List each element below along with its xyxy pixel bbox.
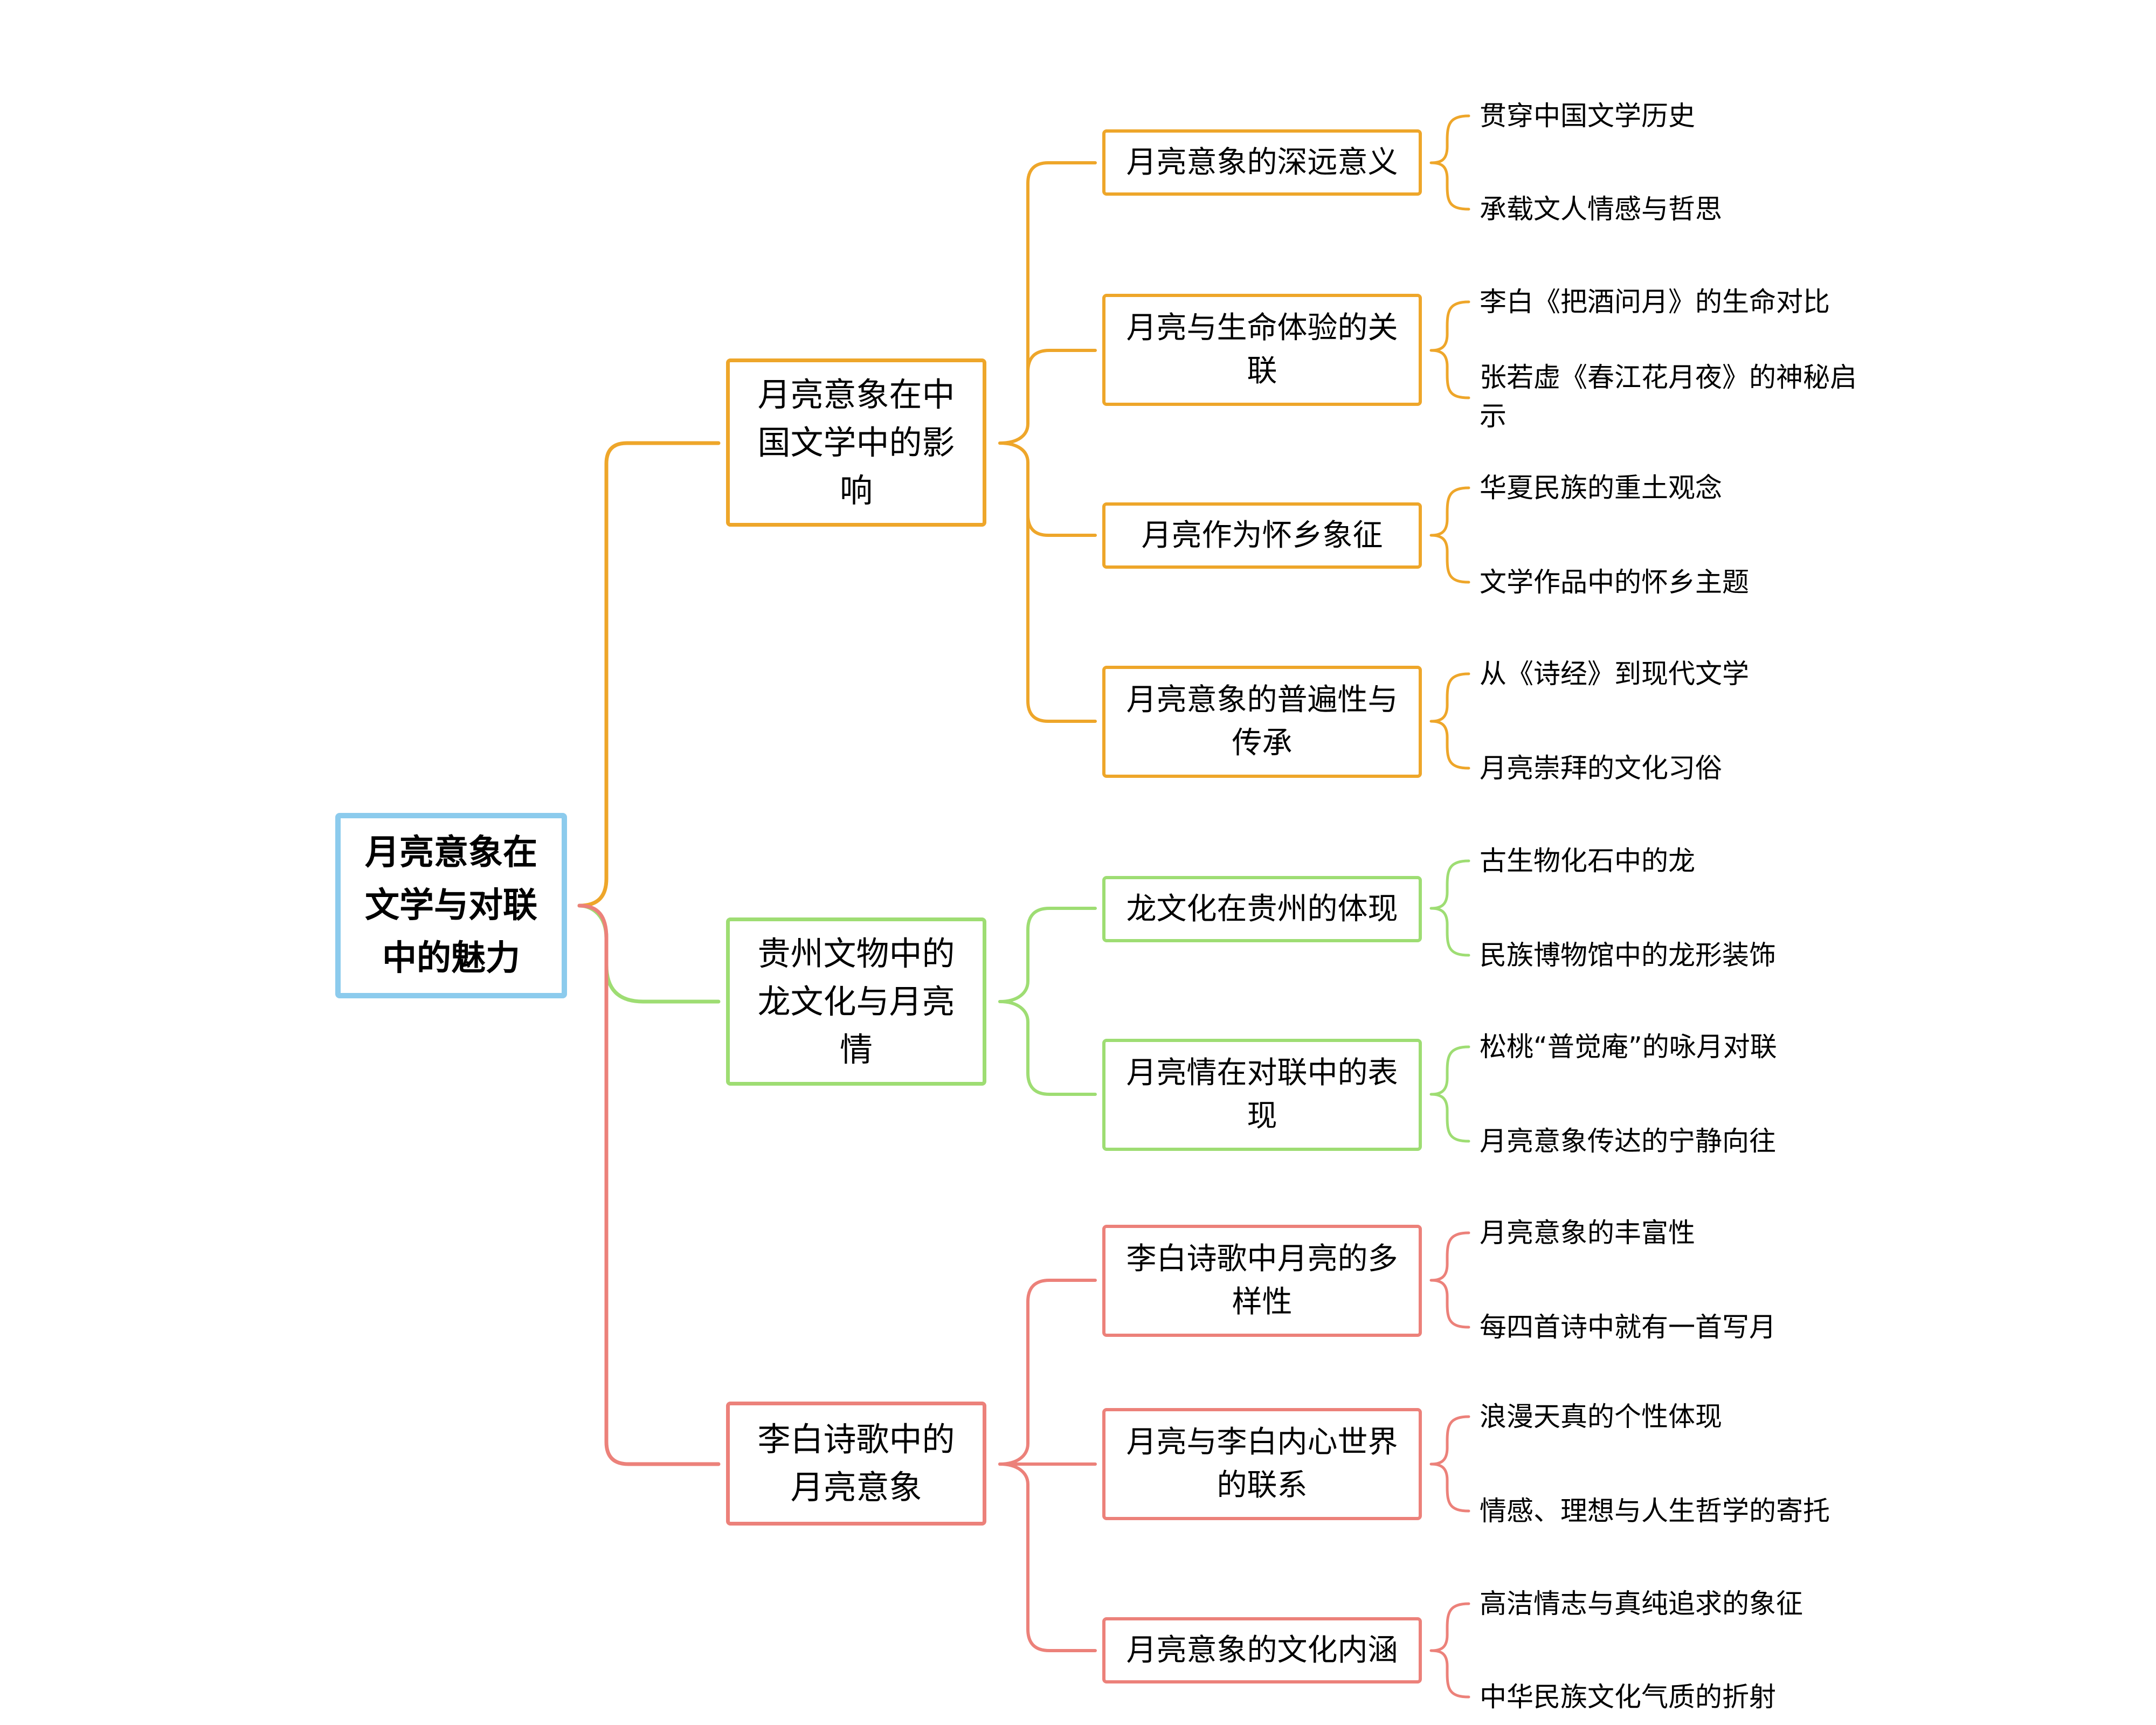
- leaf-brace: [1429, 114, 1470, 211]
- connector-root-branch-2: [577, 903, 721, 1004]
- leaf-brace: [1429, 1602, 1470, 1699]
- branch-topic-label: 月亮意象在中国文学中的影响: [757, 375, 955, 510]
- branch-topic-label: 李白诗歌中的月亮意象: [757, 1420, 955, 1507]
- subtopic-3-2[interactable]: 月亮与李白内心世界的联系: [1102, 1408, 1422, 1520]
- leaf-topic[interactable]: 李白《把酒问月》的生命对比: [1480, 286, 1830, 318]
- subtopic-3-1[interactable]: 李白诗歌中月亮的多样性: [1102, 1225, 1422, 1337]
- leaf-brace: [1429, 859, 1470, 957]
- subtopic-1-2[interactable]: 月亮与生命体验的关联: [1102, 294, 1422, 406]
- branch-topic-label: 贵州文物中的龙文化与月亮情: [757, 934, 955, 1069]
- root-connectors: [577, 441, 721, 1466]
- subtopic-1-3[interactable]: 月亮作为怀乡象征: [1102, 502, 1422, 569]
- leaf-brace: [1429, 1231, 1470, 1329]
- leaf-brace: [1429, 1415, 1470, 1513]
- leaf-braces: [1429, 114, 1470, 1699]
- leaf-topic[interactable]: 高洁情志与真纯追求的象征: [1480, 1588, 1803, 1619]
- subtopic-2-1[interactable]: 龙文化在贵州的体现: [1102, 876, 1422, 942]
- root-topic[interactable]: 月亮意象在文学与对联中的魅力: [335, 813, 567, 998]
- leaf-topic[interactable]: 情感、理想与人生哲学的寄托: [1480, 1495, 1830, 1527]
- leaf-brace: [1429, 672, 1470, 770]
- subtopic-label: 月亮情在对联中的表现: [1126, 1055, 1398, 1134]
- leaf-topic[interactable]: 华夏民族的重土观念: [1480, 472, 1722, 503]
- branch-3-connectors: [998, 1279, 1097, 1652]
- leaf-topic[interactable]: 古生物化石中的龙: [1480, 845, 1695, 877]
- leaf-topic[interactable]: 从《诗经》到现代文学: [1480, 658, 1749, 689]
- subtopic-label: 月亮意象的文化内涵: [1126, 1632, 1398, 1668]
- leaf-brace: [1429, 1045, 1470, 1143]
- branch-topic-1[interactable]: 月亮意象在中国文学中的影响: [726, 358, 986, 527]
- root-topic-label: 月亮意象在文学与对联中的魅力: [365, 833, 537, 978]
- subtopic-label: 月亮意象的普遍性与传承: [1126, 682, 1398, 761]
- leaf-topic[interactable]: 月亮意象传达的宁静向往: [1480, 1126, 1776, 1157]
- connector-root-branch-3: [577, 903, 721, 1466]
- connector-branch-2-upper: [998, 907, 1097, 1003]
- connector-branch-1-trunk: [998, 161, 1097, 445]
- subtopic-3-3[interactable]: 月亮意象的文化内涵: [1102, 1617, 1422, 1683]
- leaf-brace: [1429, 486, 1470, 584]
- subtopic-1-1[interactable]: 月亮意象的深远意义: [1102, 129, 1422, 196]
- connector-branch-1-trunk-lower: [998, 441, 1097, 723]
- subtopic-1-4[interactable]: 月亮意象的普遍性与传承: [1102, 666, 1422, 778]
- leaf-topic[interactable]: 松桃“普觉庵”的咏月对联: [1480, 1031, 1777, 1062]
- branch-2-connectors: [998, 907, 1097, 1096]
- leaf-brace: [1429, 300, 1470, 399]
- connector-root-branch-1: [577, 441, 721, 908]
- leaf-topic[interactable]: 浪漫天真的个性体现: [1480, 1401, 1722, 1432]
- subtopic-label: 月亮与生命体验的关联: [1126, 310, 1398, 389]
- leaf-topic[interactable]: 贯穿中国文学历史: [1480, 100, 1695, 132]
- branch-topic-3[interactable]: 李白诗歌中的月亮意象: [726, 1402, 986, 1526]
- connector-branch-3-lower: [998, 1462, 1097, 1652]
- connector-branch-2-lower: [998, 1000, 1097, 1096]
- leaf-topic[interactable]: 民族博物馆中的龙形装饰: [1480, 940, 1776, 971]
- branch-1-connectors: [998, 161, 1097, 723]
- leaf-topic[interactable]: 中华民族文化气质的折射: [1480, 1681, 1776, 1713]
- subtopic-label: 龙文化在贵州的体现: [1126, 891, 1398, 927]
- leaf-topic[interactable]: 月亮意象的丰富性: [1480, 1217, 1695, 1248]
- connector-branch-1-node-2: [1026, 349, 1097, 374]
- leaf-topic[interactable]: 月亮崇拜的文化习俗: [1480, 753, 1722, 784]
- subtopic-label: 李白诗歌中月亮的多样性: [1126, 1241, 1398, 1320]
- connector-branch-3-upper: [998, 1279, 1097, 1466]
- connector-branch-1-node-3: [1026, 513, 1097, 537]
- leaf-topic[interactable]: 张若虚《春江花月夜》的神秘启示: [1480, 362, 1857, 432]
- leaf-topic[interactable]: 每四首诗中就有一首写月: [1480, 1312, 1776, 1343]
- subtopic-label: 月亮作为怀乡象征: [1141, 518, 1383, 553]
- leaf-topic[interactable]: 文学作品中的怀乡主题: [1480, 567, 1749, 598]
- subtopic-label: 月亮意象的深远意义: [1126, 144, 1398, 180]
- subtopic-2-2[interactable]: 月亮情在对联中的表现: [1102, 1039, 1422, 1151]
- branch-topic-2[interactable]: 贵州文物中的龙文化与月亮情: [726, 917, 986, 1086]
- subtopic-label: 月亮与李白内心世界的联系: [1126, 1425, 1398, 1503]
- leaf-topic[interactable]: 承载文人情感与哲思: [1480, 194, 1722, 225]
